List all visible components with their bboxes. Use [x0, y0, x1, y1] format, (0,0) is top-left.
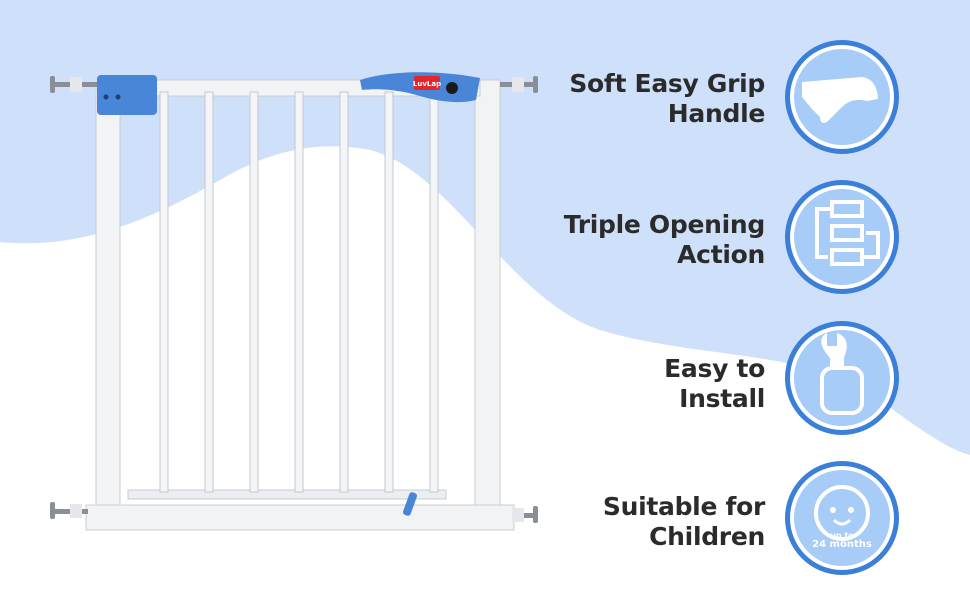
safety-gate-product: LuvLap — [50, 72, 538, 531]
hand-grip-icon — [782, 37, 902, 157]
wrench-fist-icon — [782, 318, 902, 438]
gate-bars — [159, 91, 439, 493]
latch-lever — [402, 492, 418, 516]
grip-handle: LuvLap — [360, 72, 480, 103]
pressure-bolts — [50, 76, 538, 523]
flow-arrows-icon — [782, 177, 902, 297]
brand-logo: LuvLap — [413, 80, 441, 88]
hinge-block — [97, 75, 157, 115]
baby-face-icon: up to 24 months — [782, 458, 902, 578]
gate-frame — [85, 79, 515, 531]
